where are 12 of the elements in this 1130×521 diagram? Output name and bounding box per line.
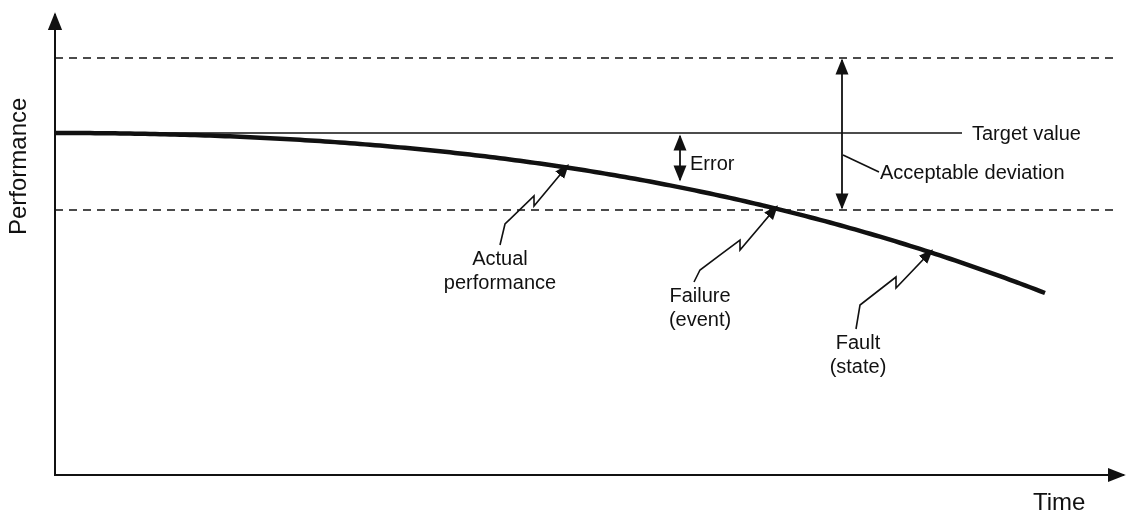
leader-arrow (693, 205, 778, 283)
axis-title: Performance (6, 97, 30, 235)
annotation-text: Actual performance (435, 246, 565, 294)
dimension-arrow (835, 58, 849, 210)
leader-arrow (855, 249, 933, 330)
annotation-text: Fault (state) (810, 330, 906, 378)
annotation-text: Acceptable deviation (880, 160, 1065, 184)
line-label: Target value (972, 121, 1081, 145)
dimension-label: Error (690, 151, 735, 175)
leader-arrow (499, 164, 569, 246)
annotation-text: Failure (event) (648, 283, 752, 331)
axis-title: Time (1033, 488, 1086, 516)
